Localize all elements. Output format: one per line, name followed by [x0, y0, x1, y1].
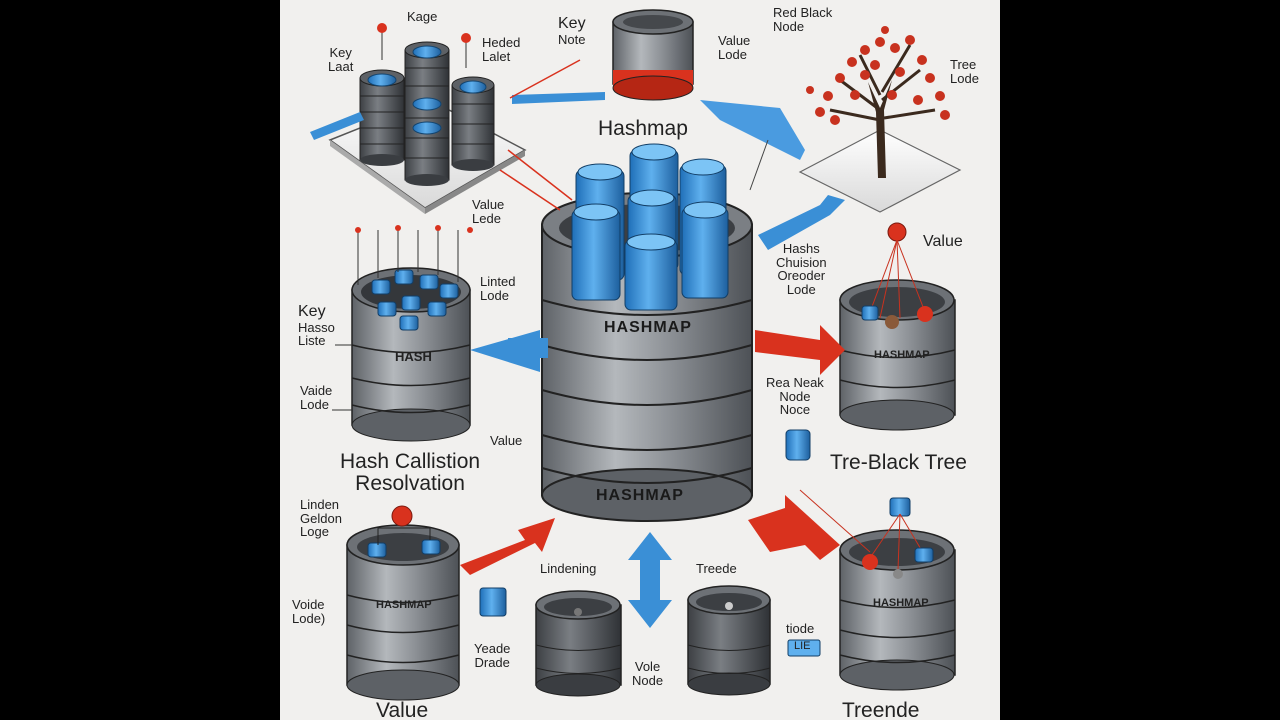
- label-treende: Treende: [842, 699, 920, 720]
- label-value-lede-line2: Lede: [472, 210, 501, 226]
- label-value-right: Value: [923, 233, 963, 250]
- label-key-laat-line2: Laat: [328, 58, 354, 74]
- label-key-list-line3: Liste: [298, 333, 326, 349]
- label-linden-line3: Loge: [300, 524, 329, 540]
- bottom-left-cylinder: [346, 505, 555, 701]
- label-linted-line2: Lode: [480, 287, 509, 303]
- label-red-neak-node: Rea Neak Node Noce: [766, 376, 824, 417]
- label-voide-lode: Voide Lode): [292, 598, 325, 625]
- label-red-black-node: Red Black Node: [773, 6, 832, 33]
- label-tree-lode: Tree Lode: [950, 58, 979, 85]
- label-lie: LIE: [794, 640, 811, 652]
- top-left-stacks: [310, 23, 605, 214]
- left-collision-cylinder: [332, 225, 548, 442]
- left-cylinder-band: HASH: [395, 349, 432, 364]
- label-value-lede-line1: Value: [472, 197, 505, 212]
- label-tiode: tiode: [786, 621, 815, 636]
- label-vole-line2: Node: [632, 672, 664, 688]
- label-hashs-line3: Oreoder: [777, 268, 826, 284]
- label-red-neak-line1: Rea Neak: [766, 375, 824, 390]
- label-value-left: Value: [490, 433, 523, 448]
- bottom-left-band: HASHMAP: [376, 599, 432, 611]
- label-key-note-line1: Key: [558, 15, 586, 32]
- label-red-black-line1: Red Black: [773, 5, 833, 20]
- title-hash-collision-line2: Resolvation: [355, 472, 465, 496]
- label-lindening: Lindening: [540, 561, 597, 576]
- diagram-canvas: Kage Key Laat Heded Lalet Key Note Value…: [280, 0, 1000, 720]
- central-hashmap-cylinder: [499, 139, 769, 522]
- label-hash-collision-order: Hashs Chuision Oreoder Lode: [776, 242, 827, 297]
- label-tree-lode-line2: Lode: [950, 70, 979, 86]
- label-key-note-line2: Note: [558, 31, 586, 47]
- label-linden-line1: Linden: [300, 497, 340, 512]
- label-key-laat-line1: Key: [329, 45, 352, 60]
- label-linted-line1: Linted: [480, 274, 516, 289]
- central-band-lower: HASHMAP: [596, 487, 684, 504]
- label-key-laat: Key Laat: [328, 46, 353, 73]
- label-heded-line2: Lalet: [482, 48, 511, 64]
- label-red-neak-line3: Noce: [779, 402, 811, 418]
- central-blue-blocks: [571, 143, 729, 311]
- label-vole-line1: Vole: [634, 659, 661, 674]
- stack-left: [359, 69, 405, 166]
- label-tree-lode-line1: Tree: [950, 57, 977, 72]
- label-hashmap-caption: Hashmap: [598, 117, 688, 140]
- right-tree-cylinder: [755, 195, 956, 461]
- label-value-lode-line2: Lode: [718, 46, 747, 62]
- label-key-list-line1: Key: [298, 303, 326, 320]
- right-cylinder-band: HASHMAP: [874, 349, 930, 361]
- label-vaide-lode: Vaide Lode: [300, 384, 332, 411]
- label-yeade-drade: Yeade Drade: [474, 642, 510, 669]
- label-hashs-line4: Lode: [786, 281, 816, 297]
- label-linden-loge: Linden Geldon Loge: [300, 498, 342, 539]
- bottom-right-band: HASHMAP: [873, 597, 929, 609]
- title-hash-collision: Hash Callistion Resolvation: [340, 450, 481, 496]
- label-hashs-line2: Chuision: [776, 254, 827, 270]
- label-linted-lode: Linted Lode: [480, 275, 515, 302]
- bottom-center-cylinders: [535, 532, 821, 697]
- label-yeade-line1: Yeade: [474, 641, 511, 656]
- top-center-cylinder: [612, 9, 805, 160]
- label-key-list: Key Hasso Liste: [298, 303, 335, 349]
- top-right-tree: [798, 26, 962, 213]
- label-yeade-line2: Drade: [474, 654, 510, 670]
- label-value-lode-line1: Value: [718, 33, 751, 48]
- label-treede: Treede: [696, 561, 737, 576]
- title-hash-collision-line1: Hash Callistion: [340, 450, 481, 473]
- label-voide-line1: Voide: [292, 597, 325, 612]
- label-vole-node: Vole Node: [632, 660, 663, 687]
- label-value-bottom: Value: [376, 699, 429, 720]
- central-band-upper: HASHMAP: [604, 319, 692, 336]
- stack-right: [451, 76, 495, 171]
- title-tree-black-tree: Tre-Black Tree: [830, 451, 967, 474]
- label-red-black-line2: Node: [773, 18, 805, 34]
- label-heded-lalet: Heded Lalet: [482, 36, 520, 63]
- label-red-neak-line2: Node: [779, 388, 811, 404]
- label-hashs-line1: Hashs: [782, 241, 820, 256]
- label-key-note: Key Note: [558, 15, 586, 47]
- stack-middle: [404, 41, 450, 186]
- label-linden-line2: Geldon: [300, 510, 342, 526]
- label-heded-line1: Heded: [482, 35, 521, 50]
- diagram-illustration: [310, 9, 962, 701]
- label-vaide-line2: Lode: [300, 396, 329, 412]
- label-key-list-line2: Hasso: [298, 319, 335, 335]
- label-kage: Kage: [407, 9, 438, 24]
- label-value-lode: Value Lode: [718, 34, 750, 61]
- bottom-right-cylinder: [748, 489, 956, 691]
- label-vaide-line1: Vaide: [300, 383, 333, 398]
- label-voide-line2: Lode): [292, 610, 326, 626]
- label-value-lede: Value Lede: [472, 198, 504, 225]
